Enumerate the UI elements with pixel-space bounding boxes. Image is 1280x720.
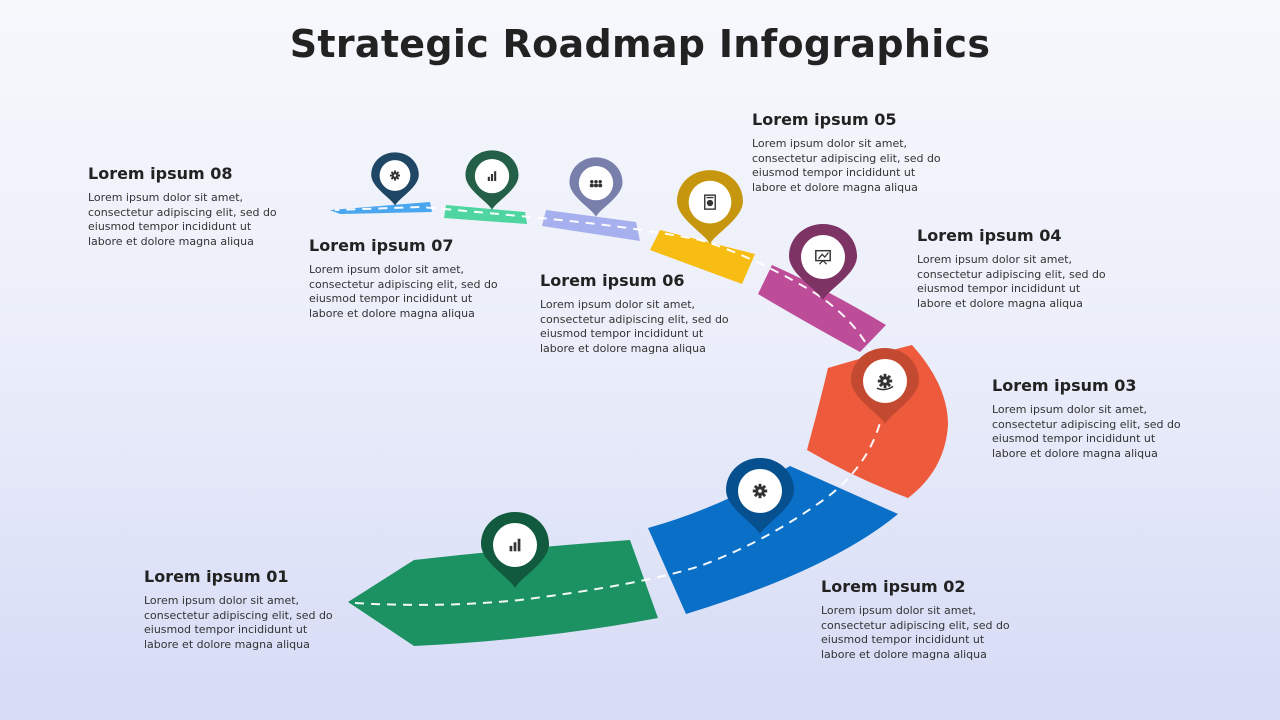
road-segment-06 — [542, 210, 640, 241]
pin-07 — [465, 150, 519, 210]
step-05-body: Lorem ipsum dolor sit amet, consectetur … — [752, 137, 941, 194]
step-02-heading: Lorem ipsum 02 — [821, 577, 966, 596]
pin-02 — [726, 458, 794, 534]
road-segment-02 — [648, 466, 898, 614]
document-chart-icon — [704, 194, 716, 210]
step-07-heading: Lorem ipsum 07 — [309, 236, 454, 255]
step-04-body: Lorem ipsum dolor sit amet, consectetur … — [917, 253, 1106, 310]
gear-icon — [752, 483, 768, 499]
step-03-body: Lorem ipsum dolor sit amet, consectetur … — [992, 403, 1181, 460]
step-03-heading: Lorem ipsum 03 — [992, 376, 1137, 395]
step-07-body: Lorem ipsum dolor sit amet, consectetur … — [309, 263, 498, 320]
step-05-heading: Lorem ipsum 05 — [752, 110, 897, 129]
bar-chart-icon — [487, 171, 497, 182]
road-segment-04 — [758, 265, 886, 352]
step-06-heading: Lorem ipsum 06 — [540, 271, 685, 290]
step-03-text: Lorem ipsum 03 Lorem ipsum dolor sit ame… — [992, 376, 1192, 461]
step-08-text: Lorem ipsum 08 Lorem ipsum dolor sit ame… — [88, 164, 288, 249]
step-05-text: Lorem ipsum 05 Lorem ipsum dolor sit ame… — [752, 110, 952, 195]
gears-icon — [389, 170, 401, 181]
road-segment-05 — [650, 230, 755, 284]
page-title: Strategic Roadmap Infographics — [289, 22, 991, 66]
step-01-text: Lorem ipsum 01 Lorem ipsum dolor sit ame… — [144, 567, 344, 652]
step-06-body: Lorem ipsum dolor sit amet, consectetur … — [540, 298, 729, 355]
road-segment-01 — [348, 540, 658, 646]
step-07-text: Lorem ipsum 07 Lorem ipsum dolor sit ame… — [309, 236, 509, 321]
step-02-text: Lorem ipsum 02 Lorem ipsum dolor sit ame… — [821, 577, 1021, 662]
step-01-heading: Lorem ipsum 01 — [144, 567, 289, 586]
toolbox-chart-icon — [509, 538, 521, 552]
road-segment-07 — [444, 205, 527, 224]
presentation-board-icon — [815, 249, 831, 265]
pin-06 — [569, 157, 623, 217]
step-04-heading: Lorem ipsum 04 — [917, 226, 1062, 245]
pin-05 — [677, 170, 743, 244]
step-08-heading: Lorem ipsum 08 — [88, 164, 233, 183]
step-06-text: Lorem ipsum 06 Lorem ipsum dolor sit ame… — [540, 271, 740, 356]
pin-04 — [789, 224, 857, 300]
step-08-body: Lorem ipsum dolor sit amet, consectetur … — [88, 191, 277, 248]
pin-08 — [371, 152, 419, 206]
step-02-body: Lorem ipsum dolor sit amet, consectetur … — [821, 604, 1010, 661]
pin-01 — [481, 512, 549, 588]
pin-03 — [851, 348, 919, 424]
step-01-body: Lorem ipsum dolor sit amet, consectetur … — [144, 594, 333, 651]
hand-gear-icon — [876, 373, 894, 391]
team-icon — [589, 180, 603, 188]
step-04-text: Lorem ipsum 04 Lorem ipsum dolor sit ame… — [917, 226, 1117, 311]
